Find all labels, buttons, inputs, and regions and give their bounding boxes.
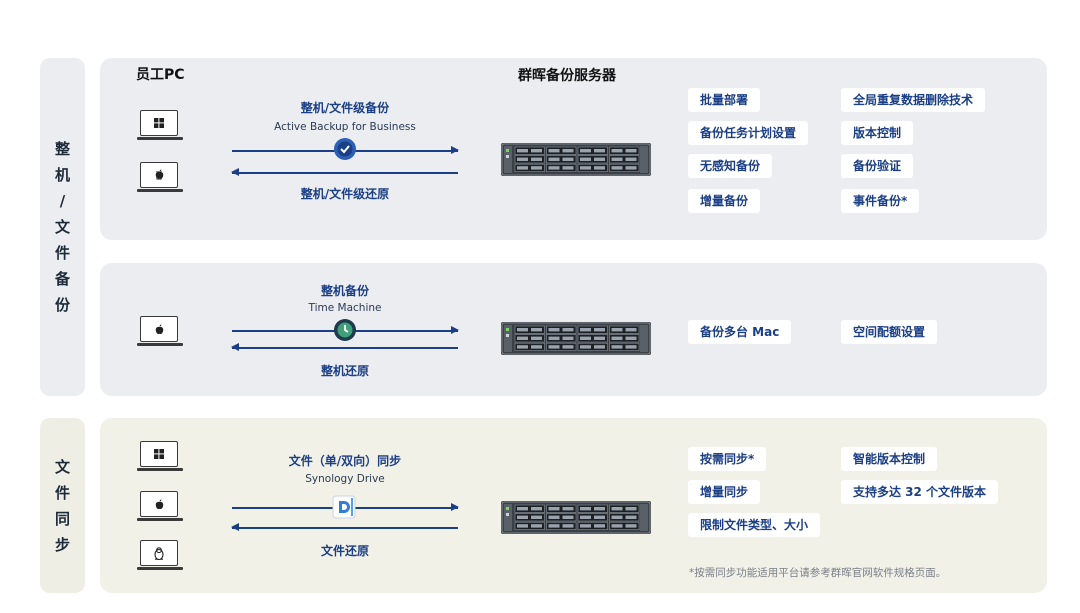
feature-tag: 无感知备份 xyxy=(688,154,773,178)
section-label-char: 整 xyxy=(54,140,70,158)
row1-subtitle: Active Backup for Business xyxy=(274,121,416,133)
section-label-char: 文 xyxy=(54,457,70,476)
section-label-char: 备 xyxy=(54,270,70,288)
section-label-char: 机 xyxy=(54,166,70,184)
feature-tag: 空间配额设置 xyxy=(841,320,938,344)
section-label-char: 步 xyxy=(54,535,70,554)
mac-laptop:  xyxy=(137,162,183,194)
header-server: 群晖备份服务器 xyxy=(518,68,616,84)
section-label-char: 件 xyxy=(54,244,70,262)
feature-tag: 备份多台 Mac xyxy=(688,320,792,344)
mac-laptop xyxy=(137,491,183,523)
section-label-char: / xyxy=(59,192,66,210)
feature-tag: 备份验证 xyxy=(841,154,914,178)
restore-arrow xyxy=(231,344,458,350)
linux-laptop xyxy=(137,540,183,572)
row1-title: 整机/文件级备份 xyxy=(300,101,390,115)
synology-drive-icon xyxy=(332,495,356,519)
row2-title: 整机备份 xyxy=(320,284,369,298)
section-label-char: 份 xyxy=(54,296,70,314)
feature-tag: 增量同步 xyxy=(688,480,761,504)
row3-title: 文件（单/双向）同步 xyxy=(288,454,402,468)
section-label-char: 件 xyxy=(54,483,70,502)
feature-tag: 版本控制 xyxy=(841,121,914,145)
section-label-char: 同 xyxy=(54,509,70,528)
time-machine-icon xyxy=(334,319,356,341)
windows-laptop xyxy=(137,441,183,473)
feature-tag: 智能版本控制 xyxy=(841,447,938,471)
linux-penguin-icon xyxy=(154,546,164,560)
row2-restore: 整机还原 xyxy=(320,364,369,378)
active-backup-icon xyxy=(334,138,356,160)
nas-server-icon xyxy=(501,322,651,355)
feature-tag: 按需同步* xyxy=(688,447,767,471)
windows-laptop xyxy=(137,110,183,142)
nas-server-icon xyxy=(501,501,651,534)
row2-subtitle: Time Machine xyxy=(308,302,382,314)
row1-restore: 整机/文件级还原 xyxy=(300,187,390,201)
row3-restore: 文件还原 xyxy=(320,544,369,558)
restore-arrow xyxy=(231,524,458,530)
nas-server-icon xyxy=(501,143,651,176)
row3-subtitle: Synology Drive xyxy=(305,473,385,485)
feature-tag: 全局重复数据删除技术 xyxy=(841,88,986,112)
footnote: *按需同步功能适用平台请参考群晖官网软件规格页面。 xyxy=(689,567,947,579)
mac-laptop xyxy=(137,316,183,348)
windows-logo-icon xyxy=(154,449,164,459)
section-label-full-backup: 整 机 / 文 件 备 份 xyxy=(40,58,85,396)
feature-tag: 事件备份* xyxy=(841,189,920,213)
header-client: 员工PC xyxy=(136,67,185,83)
feature-tag: 批量部署 xyxy=(688,88,761,112)
feature-tag: 增量备份 xyxy=(688,189,761,213)
feature-tag: 支持多达 32 个文件版本 xyxy=(841,480,999,504)
restore-arrow xyxy=(231,169,458,175)
section-label-char: 文 xyxy=(54,218,70,236)
apple-logo-icon xyxy=(155,323,163,334)
apple-logo-icon xyxy=(155,498,163,509)
section-label-file-sync: 文 件 同 步 xyxy=(40,418,85,593)
windows-logo-icon xyxy=(154,118,164,128)
feature-tag: 备份任务计划设置 xyxy=(688,121,809,145)
feature-tag: 限制文件类型、大小 xyxy=(688,513,821,537)
